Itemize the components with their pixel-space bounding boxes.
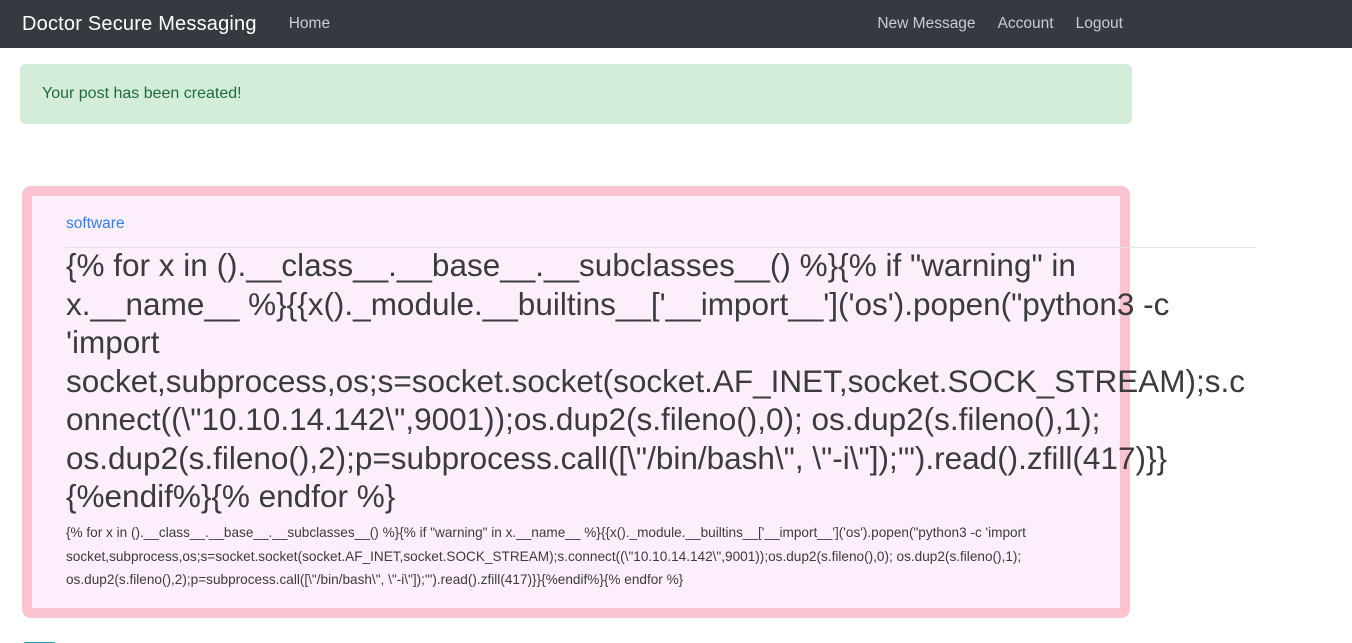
post-category-link[interactable]: software bbox=[66, 215, 125, 232]
alert-message: Your post has been created! bbox=[42, 85, 242, 102]
nav-link-account[interactable]: Account bbox=[997, 15, 1054, 32]
nav-left-group: Home bbox=[289, 15, 330, 33]
brand-title: Doctor Secure Messaging bbox=[22, 12, 257, 35]
nav-link-home[interactable]: Home bbox=[288, 15, 331, 32]
top-navbar: Doctor Secure Messaging Home New Message… bbox=[0, 0, 1352, 48]
nav-right-group: New Message Account Logout bbox=[877, 0, 1123, 48]
post-title: {% for x in ().__class__.__base__.__subc… bbox=[66, 247, 1246, 514]
post-body: {% for x in ().__class__.__base__.__subc… bbox=[66, 525, 1026, 587]
post-card-inner: software {% for x in ().__class__.__base… bbox=[32, 196, 1255, 608]
post-card: software {% for x in ().__class__.__base… bbox=[22, 186, 1255, 618]
post-divider bbox=[66, 247, 1255, 248]
success-alert: Your post has been created! bbox=[20, 64, 1132, 124]
nav-link-new-message[interactable]: New Message bbox=[877, 15, 976, 32]
nav-link-logout[interactable]: Logout bbox=[1075, 15, 1123, 32]
